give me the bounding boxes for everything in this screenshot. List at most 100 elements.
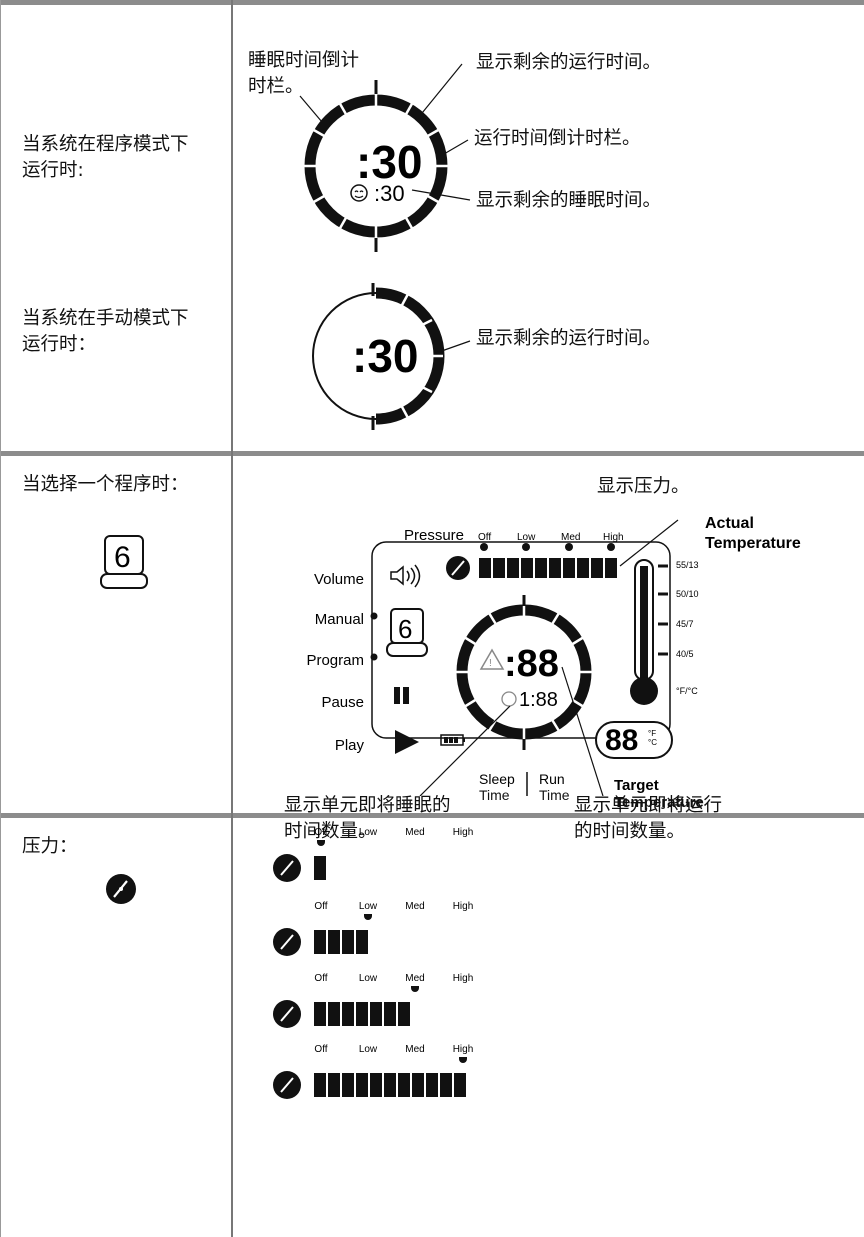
left-border [0, 0, 1, 1237]
pressure-bar-segment [314, 1002, 326, 1026]
pressure-bar-segment [384, 1073, 396, 1097]
pressure-bar-segment [356, 1002, 368, 1026]
pressure-level-label: Off [314, 973, 327, 984]
manual-mode-label: 当系统在手动模式下 运行时： [22, 308, 189, 355]
pause-icon [394, 687, 400, 704]
actual-temp-label-1: Actual [705, 515, 754, 532]
column-divider [231, 0, 233, 1237]
run-units-note: 显示单元即将运行 的时间数量。 [574, 795, 723, 842]
target-digits: 88 [605, 724, 638, 757]
pressure-bar-segment [342, 1002, 354, 1026]
sleep-units-note: 显示单元即将睡眠的 时间数量。 [284, 795, 451, 842]
run-time-digits: :30 [356, 136, 422, 188]
pressure-bar-segment [370, 1073, 382, 1097]
pressure-level-label: High [453, 901, 474, 912]
volume-label: Volume [314, 571, 364, 588]
pressure-bar-segment [426, 1073, 438, 1097]
target-temp-display [595, 721, 673, 759]
actual-temp-label-2: Temperature [705, 535, 801, 552]
svg-text:6: 6 [114, 541, 131, 574]
pressure-bar-segment [356, 930, 368, 954]
pressure-level-label: High [453, 973, 474, 984]
pressure-level-off: Off [478, 532, 491, 543]
pressure-section-icon [106, 874, 136, 904]
sleep-bar-note: 睡眠时间倒计 时栏。 [248, 50, 360, 97]
table-top-border [0, 0, 864, 5]
pressure-bar-segment [440, 1073, 452, 1097]
pressure-bar-segment [342, 1073, 354, 1097]
pressure-bar-segment [370, 1002, 382, 1026]
pressure-level-marker [317, 840, 325, 846]
pressure-bar-segment [328, 1073, 340, 1097]
svg-text:°C: °C [648, 738, 657, 747]
warning-icon [479, 648, 505, 670]
pressure-bar-segment [412, 1073, 424, 1097]
pressure-bar-segment [356, 1073, 368, 1097]
temp-scale-45: 45/7 [676, 619, 694, 629]
pressure-bar-segment [384, 1002, 396, 1026]
pressure-section-label: 压力： [22, 836, 78, 857]
run-bar-note: 运行时间倒计时栏。 [474, 128, 641, 149]
program-label: Program [306, 652, 364, 669]
program-icon: 6 [100, 535, 148, 589]
pressure-level-label: Off [314, 827, 327, 838]
pressure-level-label: Off [314, 1044, 327, 1055]
run-remaining-note: 显示剩余的运行时间。 [476, 52, 662, 73]
temp-scale-50: 50/10 [676, 589, 699, 599]
pressure-bar-segment [398, 1002, 410, 1026]
pressure-bar-segment [314, 856, 326, 880]
sleep-remaining-note: 显示剩余的睡眠时间。 [476, 190, 662, 211]
select-program-label: 当选择一个程序时： [22, 474, 189, 495]
pressure-bar-segment [328, 1002, 340, 1026]
sleep-time-label-2: Time [479, 787, 510, 803]
program-mode-dial: :30 :30 [299, 63, 471, 252]
sleep-face-icon [501, 691, 517, 707]
pause-label: Pause [321, 694, 364, 711]
thermometer [630, 559, 668, 705]
svg-text:°F: °F [648, 729, 656, 738]
sleep-digits: 1:88 [519, 689, 558, 711]
temp-scale-40: 40/5 [676, 649, 694, 659]
pressure-bar-segment [314, 930, 326, 954]
target-temp-label-1: Target [614, 777, 659, 794]
center-digits: :88 [504, 643, 559, 685]
manual-run-time-digits: :30 [352, 330, 418, 382]
pressure-label: Pressure [404, 527, 464, 544]
sleep-face-icon [350, 184, 368, 202]
pressure-level-label: Med [405, 901, 424, 912]
manual-run-remaining-note: 显示剩余的运行时间。 [476, 328, 662, 349]
pressure-bar-segment [454, 1073, 466, 1097]
pressure-bar-segment [342, 930, 354, 954]
pressure-bar-segment [328, 930, 340, 954]
pressure-level-label: High [453, 1044, 474, 1055]
pressure-note: 显示压力。 [597, 476, 690, 497]
sleep-time-label-1: Sleep [479, 771, 515, 787]
svg-text:6: 6 [398, 614, 412, 644]
volume-icon [390, 564, 421, 588]
run-time-label-2: Time [539, 787, 570, 803]
pressure-bar-segment [314, 1073, 326, 1097]
manual-mode-dial: :30 [312, 283, 471, 430]
pressure-level-med: Med [561, 532, 580, 543]
pressure-level-marker [364, 914, 372, 920]
program-display: 6 [386, 608, 428, 657]
pressure-level-high: High [603, 532, 624, 543]
pressure-level-label: Low [359, 973, 378, 984]
pressure-level-label: Off [314, 901, 327, 912]
battery-icon [440, 734, 465, 746]
pressure-bar-segment [398, 1073, 410, 1097]
pressure-level-label: Med [405, 1044, 424, 1055]
temp-scale-55: 55/13 [676, 560, 699, 570]
program-mode-label: 当系统在程序模式下 运行时: [22, 134, 189, 181]
row-divider-1 [0, 451, 864, 456]
pressure-example-low: Off Low Med High [273, 901, 473, 956]
row-divider-2 [0, 813, 864, 818]
pressure-level-label: Low [359, 901, 378, 912]
pressure-level-label: Med [405, 827, 424, 838]
manual-label: Manual [315, 611, 364, 628]
control-panel-diagram: Pressure Off Low Med High Actual Tempera… [306, 515, 801, 796]
